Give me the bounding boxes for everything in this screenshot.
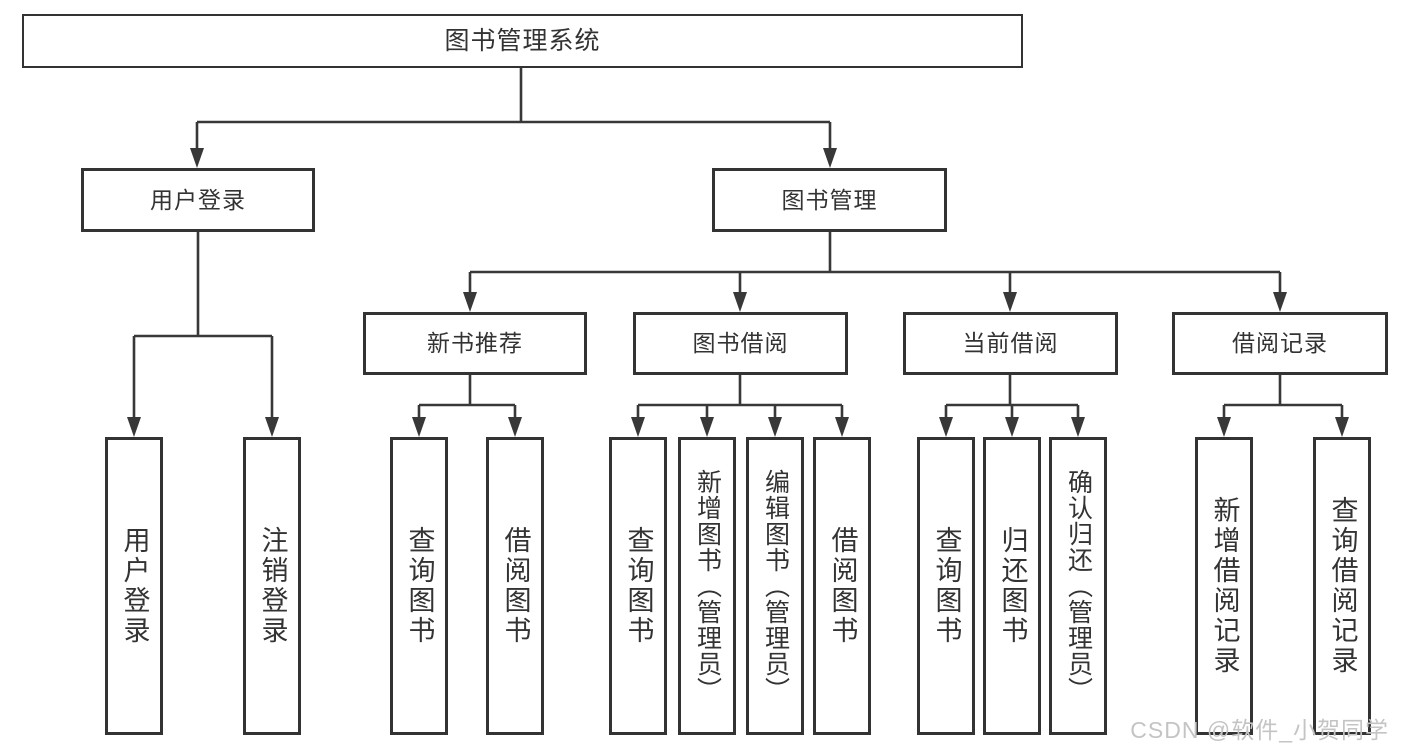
node-new-book-recommend: 新书推荐 [363,312,587,375]
arrowhead-icon [835,417,849,437]
arrowhead-icon [939,417,953,437]
arrowhead-icon [190,148,204,168]
arrowhead-icon [733,292,747,312]
leaf-logout: 注销登录 [243,437,301,735]
edge-root-to-level2 [195,68,832,148]
arrowhead-icon [1335,417,1349,437]
edge-newbook-to-leaves [417,375,517,417]
arrowhead-icon [508,417,522,437]
edge-borrow-to-leaves [636,375,844,417]
leaf-borrow-books-newbook: 借阅图书 [486,437,544,735]
node-book-borrow: 图书借阅 [633,312,848,375]
leaf-add-borrow-record: 新增借阅记录 [1195,437,1253,735]
node-book-management: 图书管理 [712,168,947,232]
arrowhead-icon [1273,292,1287,312]
leaf-query-books-newbook: 查询图书 [390,437,448,735]
node-user-login: 用户登录 [81,168,315,232]
leaf-confirm-return-admin: 确认归还（管理员） [1049,437,1107,735]
arrowhead-icon [700,417,714,437]
edge-mgmt-to-level3 [468,232,1282,292]
edge-records-to-leaves [1222,375,1344,417]
leaf-return-books: 归还图书 [983,437,1041,735]
leaf-edit-books-admin: 编辑图书（管理员） [746,437,804,735]
arrowhead-icon [631,417,645,437]
arrowhead-icon [823,148,837,168]
arrowhead-icon [412,417,426,437]
leaf-borrow-books: 借阅图书 [813,437,871,735]
node-borrow-records: 借阅记录 [1172,312,1388,375]
node-root-title: 图书管理系统 [22,14,1023,68]
arrowhead-icon [1071,417,1085,437]
leaf-query-borrow-record: 查询借阅记录 [1313,437,1371,735]
arrowhead-icon [1217,417,1231,437]
edge-login-to-leaves [132,232,274,417]
leaf-query-books-current: 查询图书 [917,437,975,735]
leaf-user-login: 用户登录 [105,437,163,735]
arrowhead-icon [1003,292,1017,312]
arrowhead-icon [265,417,279,437]
csdn-watermark: CSDN @软件_小贺同学 [1130,717,1389,743]
leaf-add-books-admin: 新增图书（管理员） [678,437,736,735]
arrowhead-icon [1005,417,1019,437]
arrowhead-icon [127,417,141,437]
leaf-query-books-borrow: 查询图书 [609,437,667,735]
edge-current-to-leaves [944,375,1080,417]
arrowhead-icon [463,292,477,312]
arrowhead-icon [768,417,782,437]
node-current-borrow: 当前借阅 [903,312,1118,375]
